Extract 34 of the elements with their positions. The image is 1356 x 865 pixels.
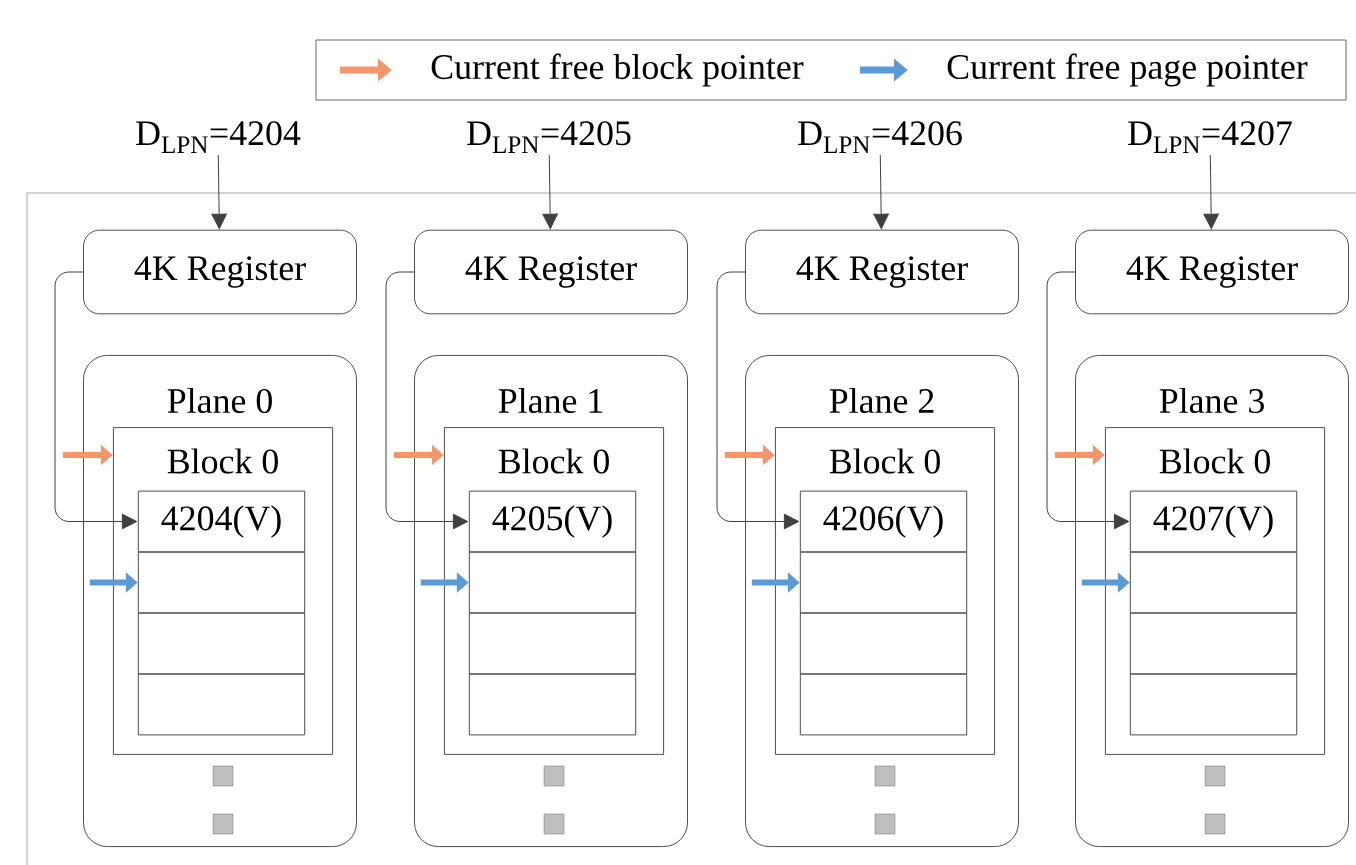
page-cell — [1129, 551, 1298, 614]
arrow — [211, 154, 227, 230]
arrow — [542, 154, 558, 230]
page-cell — [1129, 612, 1298, 675]
page-cell: 4204(V) — [137, 490, 306, 553]
arrow — [873, 154, 889, 230]
page-cell — [468, 551, 637, 614]
address-label: D$_{LPN}$=4207 — [1128, 121, 1292, 153]
register-box: 4K Register — [83, 229, 357, 315]
register-box: 4K Register — [745, 229, 1019, 315]
legend-text: Current free block pointer — [431, 53, 804, 87]
arrow — [54, 271, 138, 530]
address-label: D$_{LPN}$=4205 — [467, 121, 631, 153]
arrow — [1046, 271, 1130, 530]
page-cell: 4207(V) — [1129, 490, 1298, 553]
page-cell — [468, 612, 637, 675]
address-label: D$_{LPN}$=4204 — [136, 121, 301, 153]
page-cell — [468, 673, 637, 736]
legend-text: Current free page pointer — [947, 53, 1308, 87]
arrow — [385, 271, 469, 530]
page-cell — [137, 612, 306, 675]
register-box: 4K Register — [414, 229, 688, 315]
arrow — [716, 271, 800, 530]
arrow — [1203, 154, 1219, 230]
page-cell — [799, 612, 968, 675]
register-box: 4K Register — [1075, 229, 1349, 315]
address-label: D$_{LPN}$=4206 — [798, 121, 962, 153]
page-cell — [1129, 673, 1298, 736]
page-cell — [137, 673, 306, 736]
page-cell: 4205(V) — [468, 490, 637, 553]
page-cell — [799, 551, 968, 614]
page-cell: 4206(V) — [799, 490, 968, 553]
page-cell — [799, 673, 968, 736]
page-cell — [137, 551, 306, 614]
